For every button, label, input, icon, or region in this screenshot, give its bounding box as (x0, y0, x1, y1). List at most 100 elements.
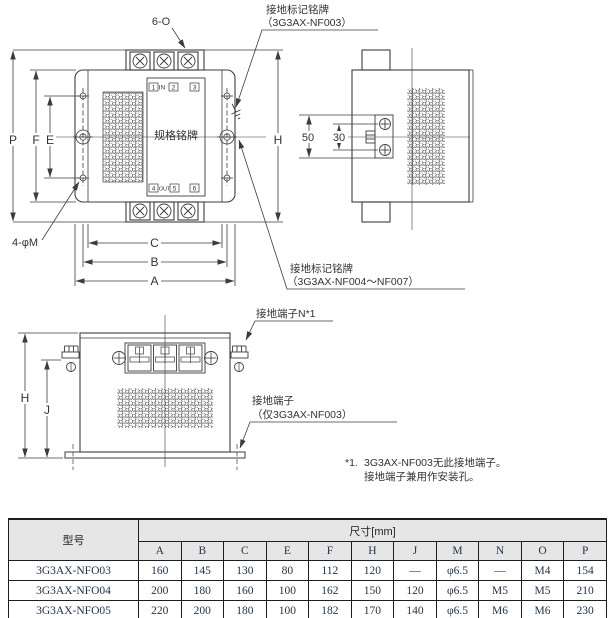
dim-label-e: E (46, 133, 54, 147)
callout-ground-mark-nf004-line2: （3G3AX-NF004～NF007） (287, 276, 419, 288)
value-cell: — (478, 560, 522, 581)
value-cell: 120 (350, 560, 395, 581)
value-cell: φ6.5 (435, 560, 480, 581)
callout-texts: 接地标记铭牌 （3G3AX-NF003） 接地标记铭牌 （3G3AX-NF004… (252, 3, 419, 421)
value-cell: 130 (223, 560, 267, 581)
dim-label-f: F (32, 133, 39, 147)
dim-label-a: A (150, 274, 158, 288)
footnote-line2: 接地端子兼用作安装孔。 (364, 470, 480, 483)
spec-table: 型号 尺寸[mm] A B C E F H J M N O P 3G3AX-NF… (8, 518, 607, 618)
ground-terminal-left (61, 345, 80, 372)
col-header-h: H (350, 541, 395, 561)
footnote: *1. 3G3AX-NF003无此接地端子。 接地端子兼用作安装孔。 (345, 456, 506, 483)
value-cell: M6 (478, 600, 522, 618)
front-terminal-strip-bottom (125, 201, 205, 223)
col-header-f: F (308, 541, 352, 561)
side-vent-perforation (407, 88, 445, 185)
terminal-label-1: 1 (152, 85, 156, 92)
dim-label-50: 50 (302, 132, 314, 144)
col-header-a: A (138, 541, 182, 561)
value-cell: 200 (138, 580, 182, 601)
terminal-label-3: 3 (193, 85, 197, 92)
dim-label-6o: 6-O (152, 16, 171, 28)
terminal-label-6: 6 (193, 186, 197, 193)
value-cell: M5 (478, 580, 522, 601)
value-cell: M4 (520, 560, 565, 581)
side-dimensions (299, 114, 378, 159)
value-cell: 170 (350, 600, 395, 618)
value-cell: 182 (308, 600, 352, 618)
nameplate-label: 规格铭牌 (154, 128, 198, 142)
value-cell: 220 (138, 600, 182, 618)
dim-label-h: H (274, 133, 283, 147)
value-cell: 230 (563, 600, 607, 618)
value-cell: 100 (265, 580, 310, 601)
base-plate (64, 444, 246, 470)
dim-label-j: J (44, 403, 50, 417)
value-cell: M5 (520, 580, 565, 601)
model-cell: 3G3AX-NFO05 (8, 600, 139, 618)
table-row: 3G3AX-NFO04 200 180 160 100 162 150 120 … (8, 580, 607, 601)
value-cell: 180 (223, 600, 267, 618)
table-header-model: 型号 (8, 518, 139, 561)
col-header-c: C (223, 541, 267, 561)
value-cell: 210 (563, 580, 607, 601)
value-cell: 80 (265, 560, 310, 581)
callout-ground-terminal-n: 接地端子N*1 (256, 307, 316, 320)
value-cell: φ6.5 (435, 600, 480, 618)
terminal-label-out: OUT (159, 187, 171, 193)
bottom-terminal-block (112, 342, 218, 374)
terminal-label-5: 5 (173, 186, 177, 193)
col-header-n: N (478, 541, 522, 561)
value-cell: 160 (138, 560, 182, 581)
value-cell: 162 (308, 580, 352, 601)
dim-label-h2: H (21, 391, 30, 405)
bottom-dimension-labels: H J (19, 391, 53, 417)
col-header-e: E (265, 541, 310, 561)
footnote-marker: *1. (345, 457, 358, 469)
value-cell: 160 (223, 580, 267, 601)
table-header-dimensions: 尺寸[mm] (138, 518, 607, 542)
bottom-vent-perforation (117, 388, 213, 428)
front-view (56, 49, 266, 223)
front-dimension-labels: P F E H C B A 6-O 4-φM (7, 16, 284, 288)
col-header-o: O (520, 541, 565, 561)
side-mounting-bracket (365, 114, 394, 159)
dim-label-c: C (150, 236, 159, 250)
value-cell: 140 (393, 600, 437, 618)
col-header-m: M (435, 541, 480, 561)
col-header-b: B (180, 541, 225, 561)
terminal-label-2: 2 (172, 85, 176, 92)
value-cell: 112 (308, 560, 352, 581)
dimension-drawing: IN 1 2 3 4 OUT 5 6 规格铭牌 P F E H C B A 6-… (7, 3, 506, 483)
dim-label-30: 30 (333, 132, 345, 144)
value-cell: 200 (180, 600, 225, 618)
side-dimension-labels: 50 30 (300, 131, 348, 144)
value-cell: 150 (350, 580, 395, 601)
side-view (299, 48, 474, 230)
terminal-number-boxes-top (148, 82, 200, 92)
ground-mark-symbol (231, 103, 241, 120)
value-cell: φ6.5 (435, 580, 480, 601)
table-row: 3G3AX-NFO05 220 200 180 100 182 170 140 … (8, 600, 607, 618)
col-header-p: P (563, 541, 607, 561)
callout-ground-mark-nf003-line2: （3G3AX-NF003） (262, 17, 352, 29)
ground-terminal-right (230, 345, 249, 372)
terminal-label-in: IN (159, 85, 166, 92)
value-cell: 145 (180, 560, 225, 581)
value-cell: 120 (393, 580, 437, 601)
terminal-label-4: 4 (152, 186, 156, 193)
callout-ground-mark-nf003-line1: 接地标记铭牌 (266, 3, 329, 16)
dim-label-b: B (150, 255, 158, 269)
callout-ground-terminal-only-line1: 接地端子 (252, 394, 294, 407)
value-cell: — (393, 560, 437, 581)
col-header-j: J (393, 541, 437, 561)
value-cell: 100 (265, 600, 310, 618)
front-terminal-strip-top (125, 49, 205, 71)
callout-ground-mark-nf004-line1: 接地标记铭牌 (290, 262, 353, 275)
table-row: 3G3AX-NFO03 160 145 130 80 112 120 — φ6.… (8, 560, 607, 581)
footnote-line1: 3G3AX-NF003无此接地端子。 (364, 456, 506, 469)
value-cell: 180 (180, 580, 225, 601)
dim-label-p: P (9, 133, 17, 147)
